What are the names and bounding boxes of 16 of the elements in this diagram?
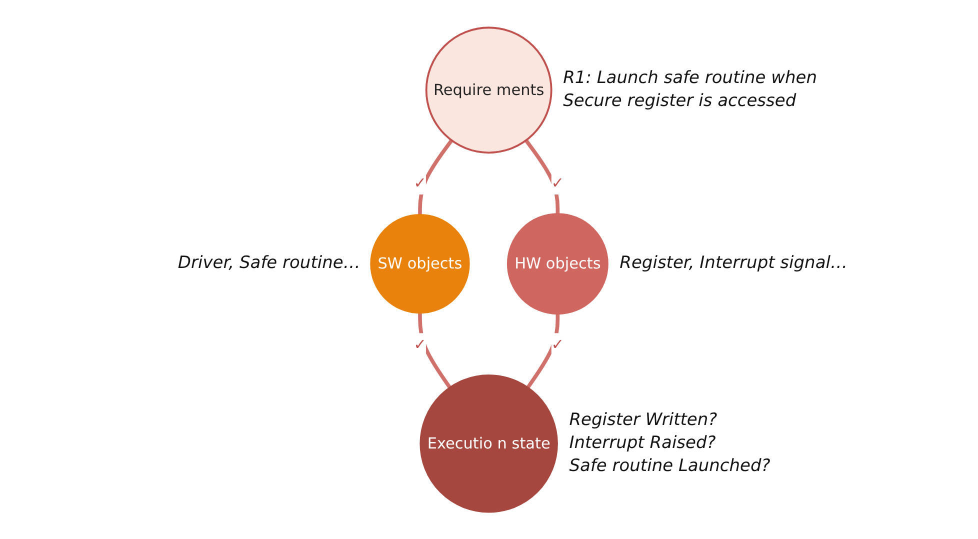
connector xyxy=(418,138,453,214)
edge-label: ✓ xyxy=(413,334,426,353)
node-circle: SW objects xyxy=(370,214,470,314)
connector xyxy=(524,138,560,214)
node-note: Driver, Safe routine… xyxy=(176,252,360,275)
node-note: R1: Launch safe routine when Secure register is accessed xyxy=(563,66,818,113)
node-note: Register Written? Interrupt Raised? Safe routine Launched? xyxy=(569,408,772,478)
edge-label: ✓ xyxy=(551,334,564,353)
connector xyxy=(418,312,451,388)
edge-label: ✓ xyxy=(413,173,426,192)
node-circle: HW objects xyxy=(506,212,608,314)
node-circle: Require ments xyxy=(425,26,552,154)
node-circle: Executio n state xyxy=(419,374,558,512)
node-note: Register, Interrupt signal… xyxy=(620,252,848,275)
connector xyxy=(526,314,560,388)
edge-label: ✓ xyxy=(551,173,564,192)
